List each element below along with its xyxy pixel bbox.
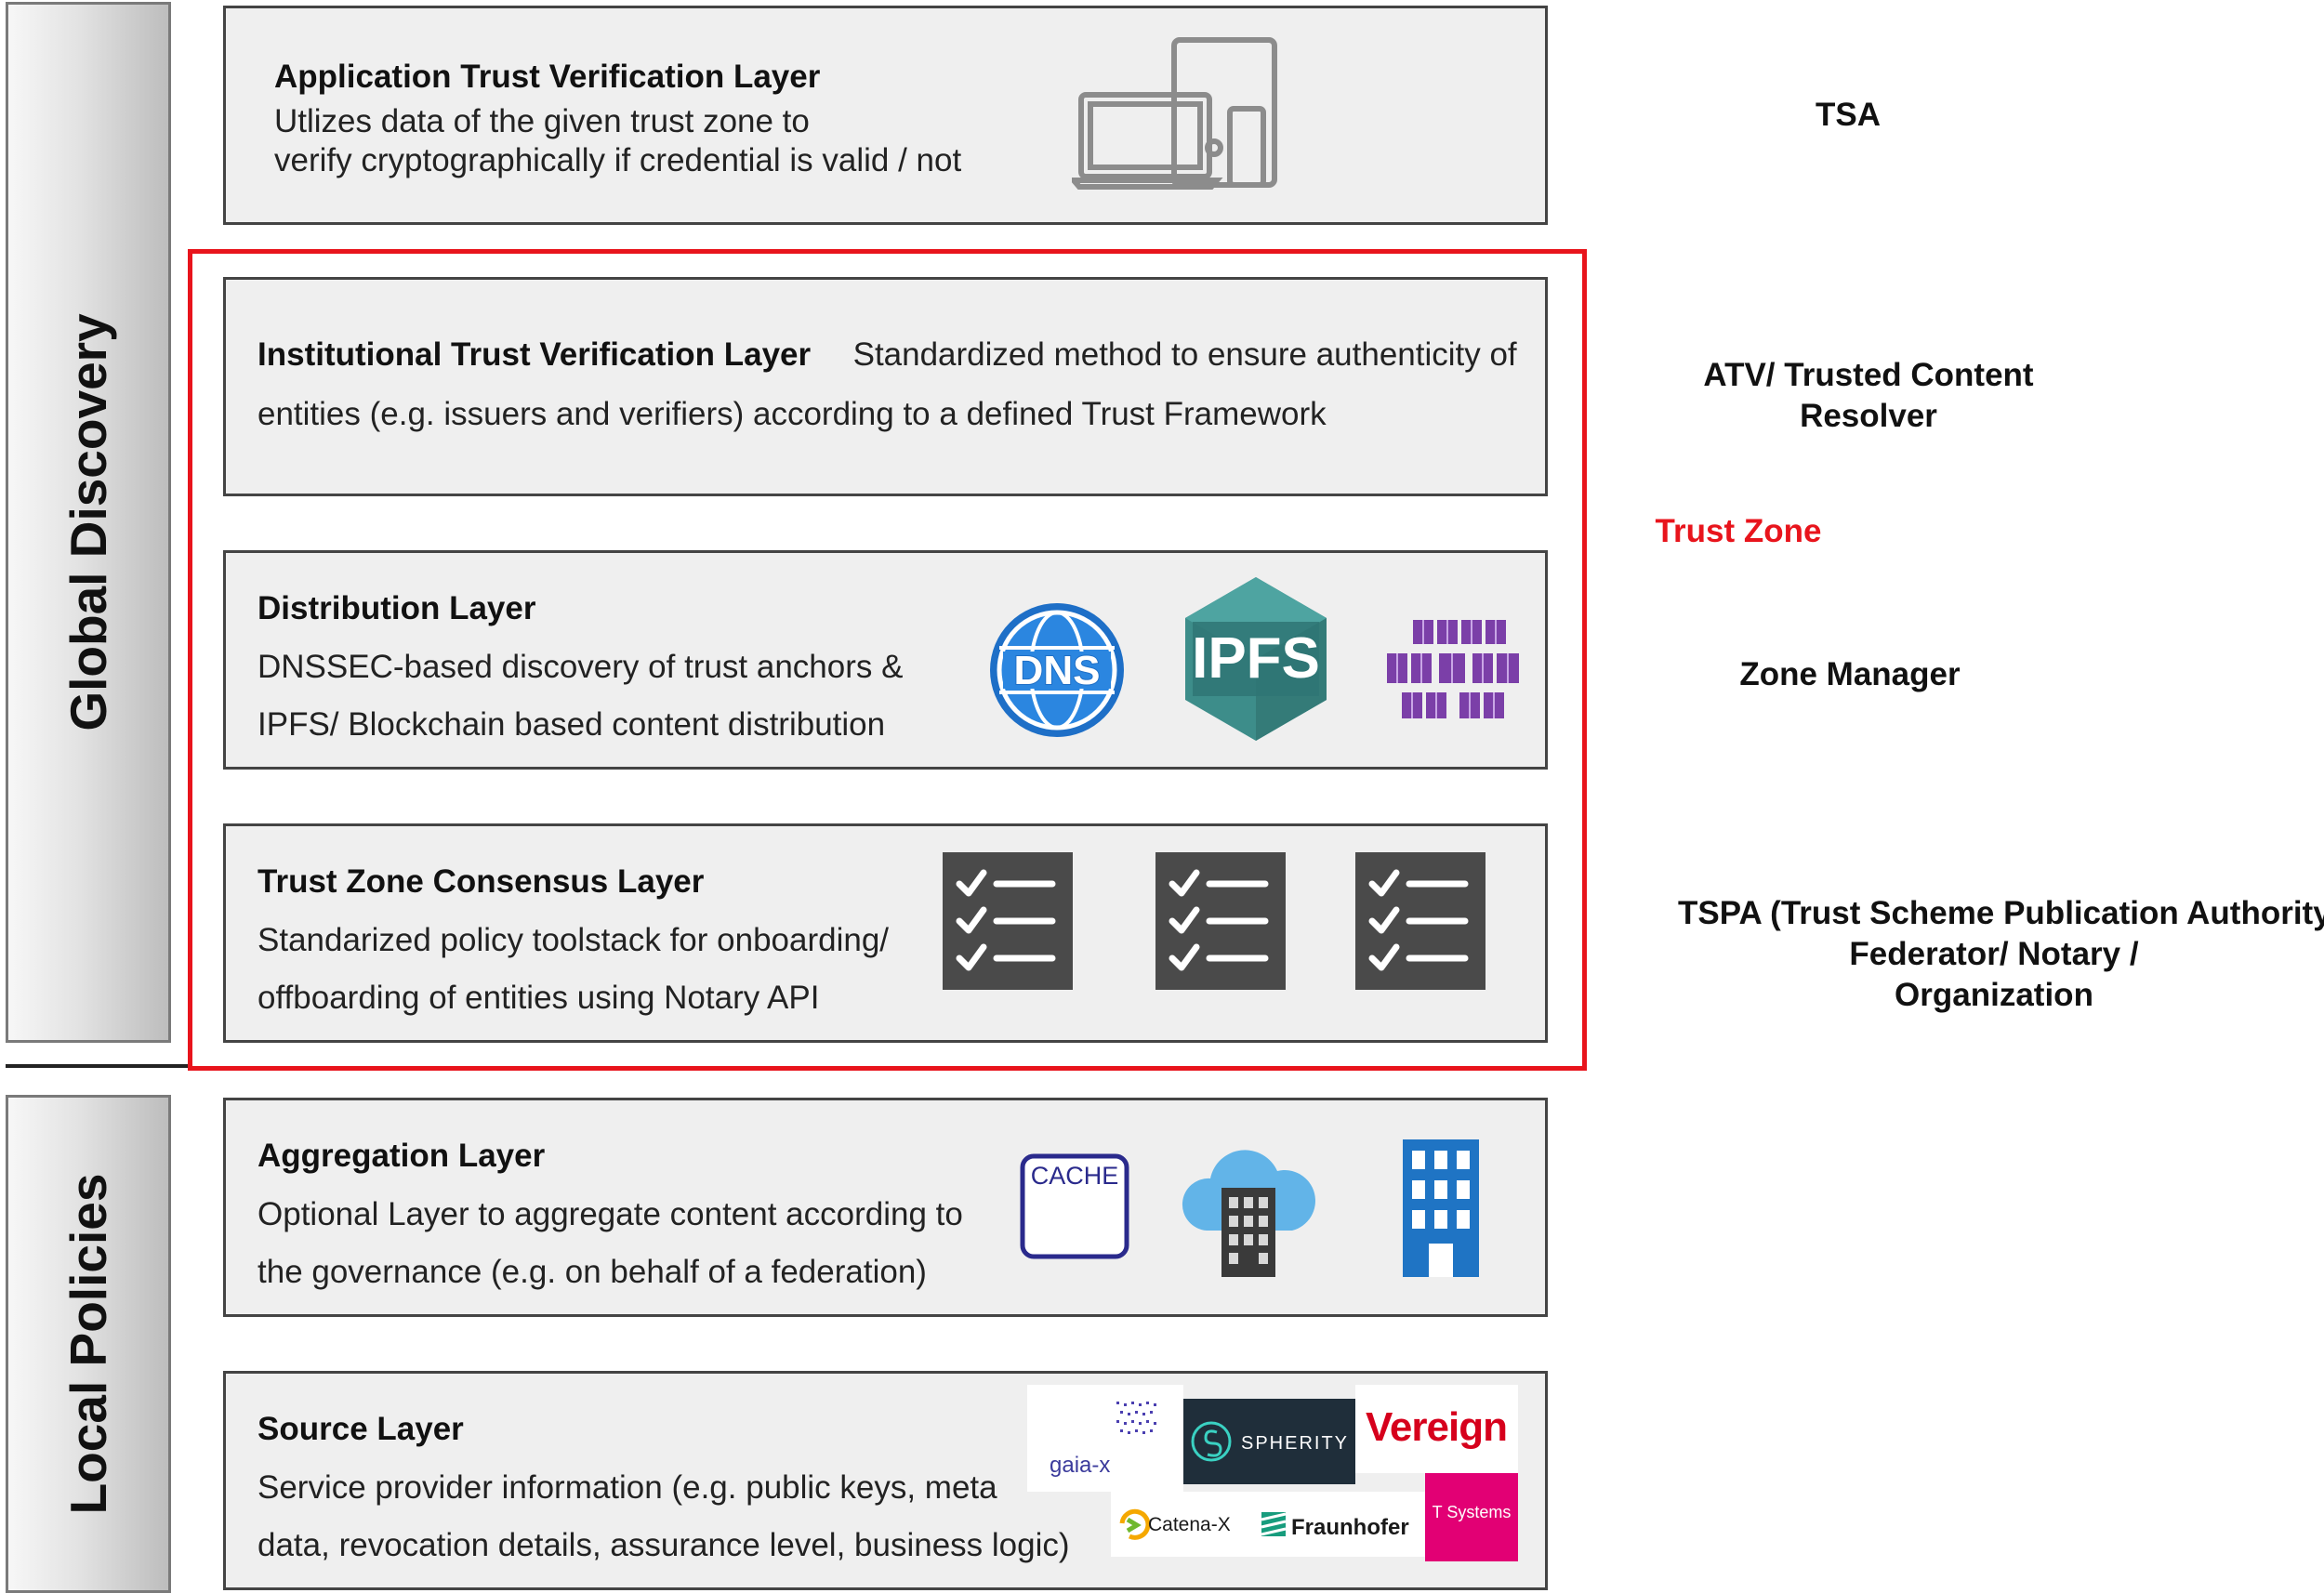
atv-label-line-1: ATV/ Trusted Content (1703, 357, 2034, 393)
catenax-logo: Catena-X (1111, 1492, 1258, 1557)
sidebar-divider (6, 1064, 191, 1068)
catenax-text: Catena-X (1148, 1514, 1231, 1535)
tspa-label-line-2: Federator/ Notary / (1849, 936, 2139, 972)
gaiax-text: gaia-x (1050, 1453, 1110, 1478)
application-layer-line-1: Utlizes data of the given trust zone to (274, 103, 810, 139)
cubes-icon (1387, 620, 1519, 718)
cache-icon: CACHE (1020, 1153, 1129, 1259)
aggregation-layer: Aggregation Layer Optional Layer to aggr… (223, 1098, 1548, 1317)
spherity-text: SPHERITY (1241, 1433, 1349, 1454)
building-icon (1403, 1139, 1479, 1277)
institutional-layer-description: Standardized method to ensure authentici… (852, 336, 1517, 373)
checklist-icon (1355, 852, 1486, 990)
checklist-icon (1155, 852, 1286, 990)
tspa-label-line-3: Organization (1895, 977, 2093, 1013)
global-discovery-sidebar: Global Discovery (6, 2, 171, 1043)
consensus-layer-line-2: offboarding of entities using Notary API (257, 980, 820, 1016)
local-policies-label: Local Policies (59, 1173, 117, 1515)
cloud-building-icon (1182, 1150, 1315, 1277)
distribution-layer: Distribution Layer DNSSEC-based discover… (223, 550, 1548, 770)
tspa-label-line-1: TSPA (Trust Scheme Publication Authority… (1678, 895, 2324, 931)
consensus-layer-line-1: Standarized policy toolstack for onboard… (257, 922, 890, 958)
spherity-logo: SPHERITY (1183, 1399, 1355, 1484)
dns-text: DNS (1014, 648, 1101, 693)
trust-zone-consensus-layer: Trust Zone Consensus Layer Standarized p… (223, 823, 1548, 1043)
cache-text: CACHE (1031, 1162, 1119, 1190)
institutional-layer-line-1: Institutional Trust Verification Layer S… (257, 336, 1517, 375)
distribution-layer-title: Distribution Layer (257, 590, 536, 626)
tsa-label: TSA (1816, 97, 1881, 133)
institutional-layer-title: Institutional Trust Verification Layer (257, 336, 812, 373)
global-discovery-label: Global Discovery (59, 313, 117, 731)
aggregation-layer-line-1: Optional Layer to aggregate content acco… (257, 1196, 963, 1232)
application-trust-layer: Application Trust Verification Layer Utl… (223, 6, 1548, 225)
trust-zone-label: Trust Zone (1655, 513, 1822, 549)
fraunhofer-text: Fraunhofer (1291, 1515, 1409, 1540)
dns-globe-icon: DNS (990, 603, 1124, 737)
vereign-logo: Vereign (1355, 1385, 1518, 1473)
application-layer-title: Application Trust Verification Layer (274, 59, 821, 95)
aggregation-layer-line-2: the governance (e.g. on behalf of a fede… (257, 1254, 927, 1290)
trust-zone-frame (188, 249, 1587, 1071)
institutional-layer-line-2: entities (e.g. issuers and verifiers) ac… (257, 396, 1327, 432)
distribution-layer-line-1: DNSSEC-based discovery of trust anchors … (257, 649, 904, 685)
consensus-layer-title: Trust Zone Consensus Layer (257, 863, 705, 900)
gaiax-logo: gaia-x (1027, 1385, 1183, 1492)
aggregation-layer-title: Aggregation Layer (257, 1138, 546, 1174)
local-policies-sidebar: Local Policies (6, 1095, 171, 1593)
atv-label-line-2: Resolver (1800, 398, 1937, 434)
checklist-icon (943, 852, 1073, 990)
source-layer-title: Source Layer (257, 1411, 464, 1447)
tsystems-text: T Systems (1433, 1503, 1512, 1521)
tsystems-logo: T Systems (1425, 1473, 1518, 1561)
fraunhofer-logo: Fraunhofer (1258, 1492, 1425, 1557)
institutional-trust-layer: Institutional Trust Verification Layer S… (223, 277, 1548, 496)
source-layer-line-2: data, revocation details, assurance leve… (257, 1527, 1070, 1563)
distribution-layer-line-2: IPFS/ Blockchain based content distribut… (257, 706, 886, 743)
devices-icon (1072, 37, 1277, 190)
ipfs-icon: IPFS (1185, 577, 1327, 741)
zone-manager-label: Zone Manager (1739, 656, 1961, 692)
source-layer-line-1: Service provider information (e.g. publi… (257, 1469, 997, 1506)
ipfs-text: IPFS (1192, 626, 1320, 691)
vereign-text: Vereign (1366, 1404, 1507, 1450)
application-layer-line-2: verify cryptographically if credential i… (274, 142, 962, 178)
